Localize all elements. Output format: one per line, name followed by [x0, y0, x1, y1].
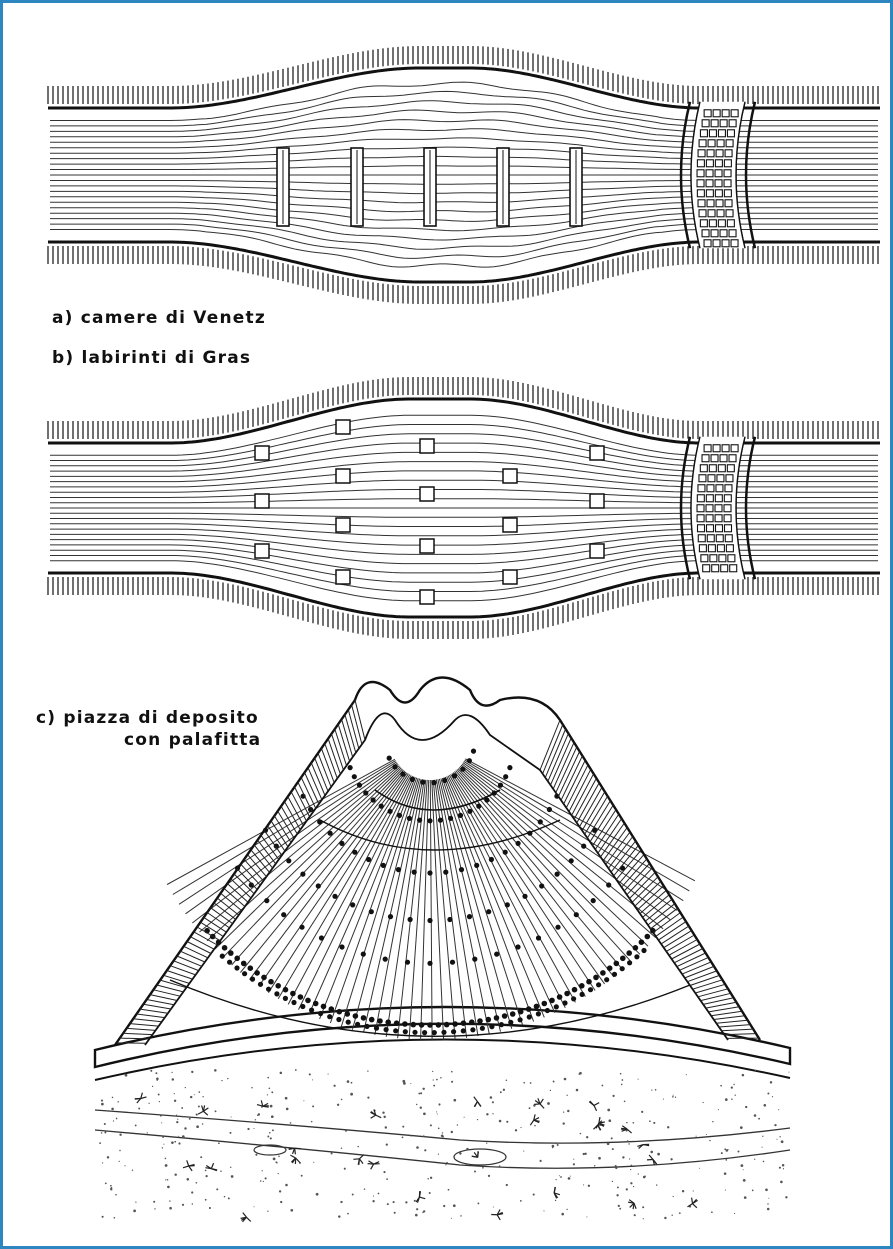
venetz-chamber-walls [277, 148, 582, 226]
label-b: b) labirinti di Gras [52, 348, 251, 368]
label-c-line1: c) piazza di deposito [36, 708, 259, 728]
gras-maze-blocks [255, 420, 604, 604]
label-a: a) camere di Venetz [52, 308, 266, 328]
ground-soil [95, 1007, 790, 1222]
label-c-line2: con palafitta [124, 730, 261, 750]
panel-b-channel [48, 377, 880, 639]
panel-a-channel [48, 46, 880, 304]
panel-c-deposit-basin [95, 678, 790, 1222]
